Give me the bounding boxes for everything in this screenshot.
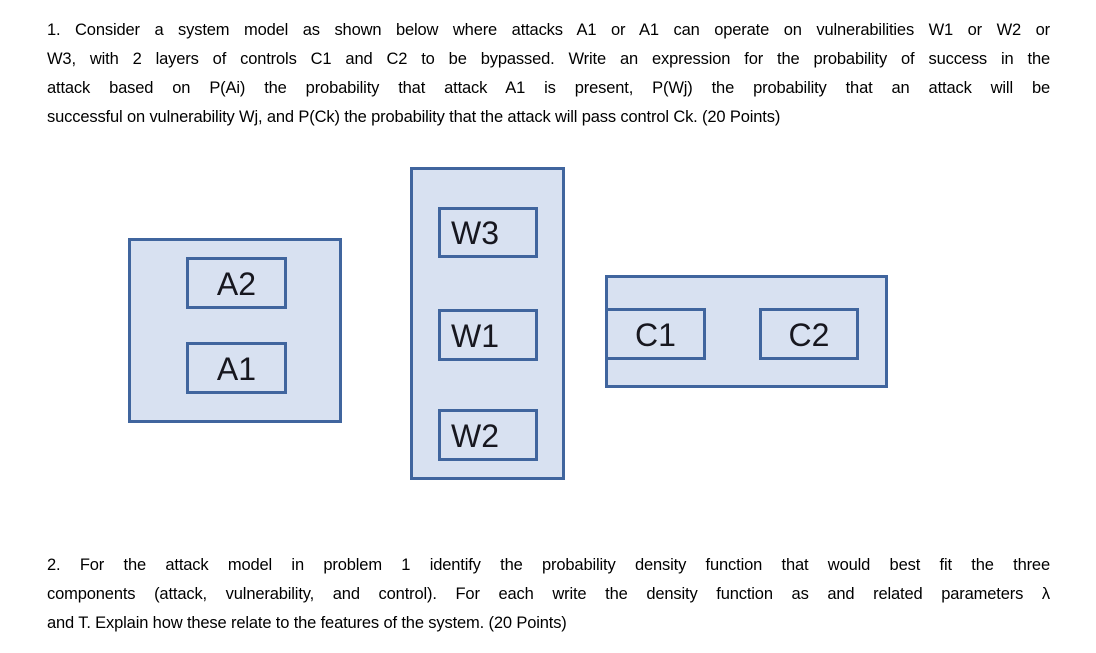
text-line: 2. For the attack model in problem 1 ide… xyxy=(47,556,1050,574)
box-w2-label: W2 xyxy=(451,417,499,454)
box-a1-label: A1 xyxy=(216,350,257,387)
problem-1-text: 1. Consider a system model as shown belo… xyxy=(47,16,1050,132)
problem-2-text: 2. For the attack model in problem 1 ide… xyxy=(47,551,1050,638)
box-c2-label: C2 xyxy=(788,316,830,353)
text-line: W3, with 2 layers of controls C1 and C2 … xyxy=(47,50,1050,68)
vulnerability-group-box: W3 W1 W2 xyxy=(410,167,565,480)
box-c2: C2 xyxy=(759,308,859,360)
text-line: components (attack, vulnerability, and c… xyxy=(47,585,1050,603)
attack-group-box: A2 A1 xyxy=(128,238,342,423)
text-line: successful on vulnerability Wj, and P(Ck… xyxy=(47,108,781,126)
control-group-box: C1 C2 xyxy=(605,275,888,388)
box-w1: W1 xyxy=(438,309,538,361)
box-a1: A1 xyxy=(186,342,287,394)
box-a2-label: A2 xyxy=(216,265,257,302)
box-w3: W3 xyxy=(438,207,538,258)
box-w2: W2 xyxy=(438,409,538,461)
box-w1-label: W1 xyxy=(451,317,499,354)
box-c1-label: C1 xyxy=(635,316,676,353)
text-line: 1. Consider a system model as shown belo… xyxy=(47,21,1050,39)
box-c1: C1 xyxy=(605,308,706,360)
text-line: and T. Explain how these relate to the f… xyxy=(47,614,567,632)
box-a2: A2 xyxy=(186,257,287,309)
box-w3-label: W3 xyxy=(451,215,499,251)
text-line: attack based on P(Ai) the probability th… xyxy=(47,79,1050,97)
